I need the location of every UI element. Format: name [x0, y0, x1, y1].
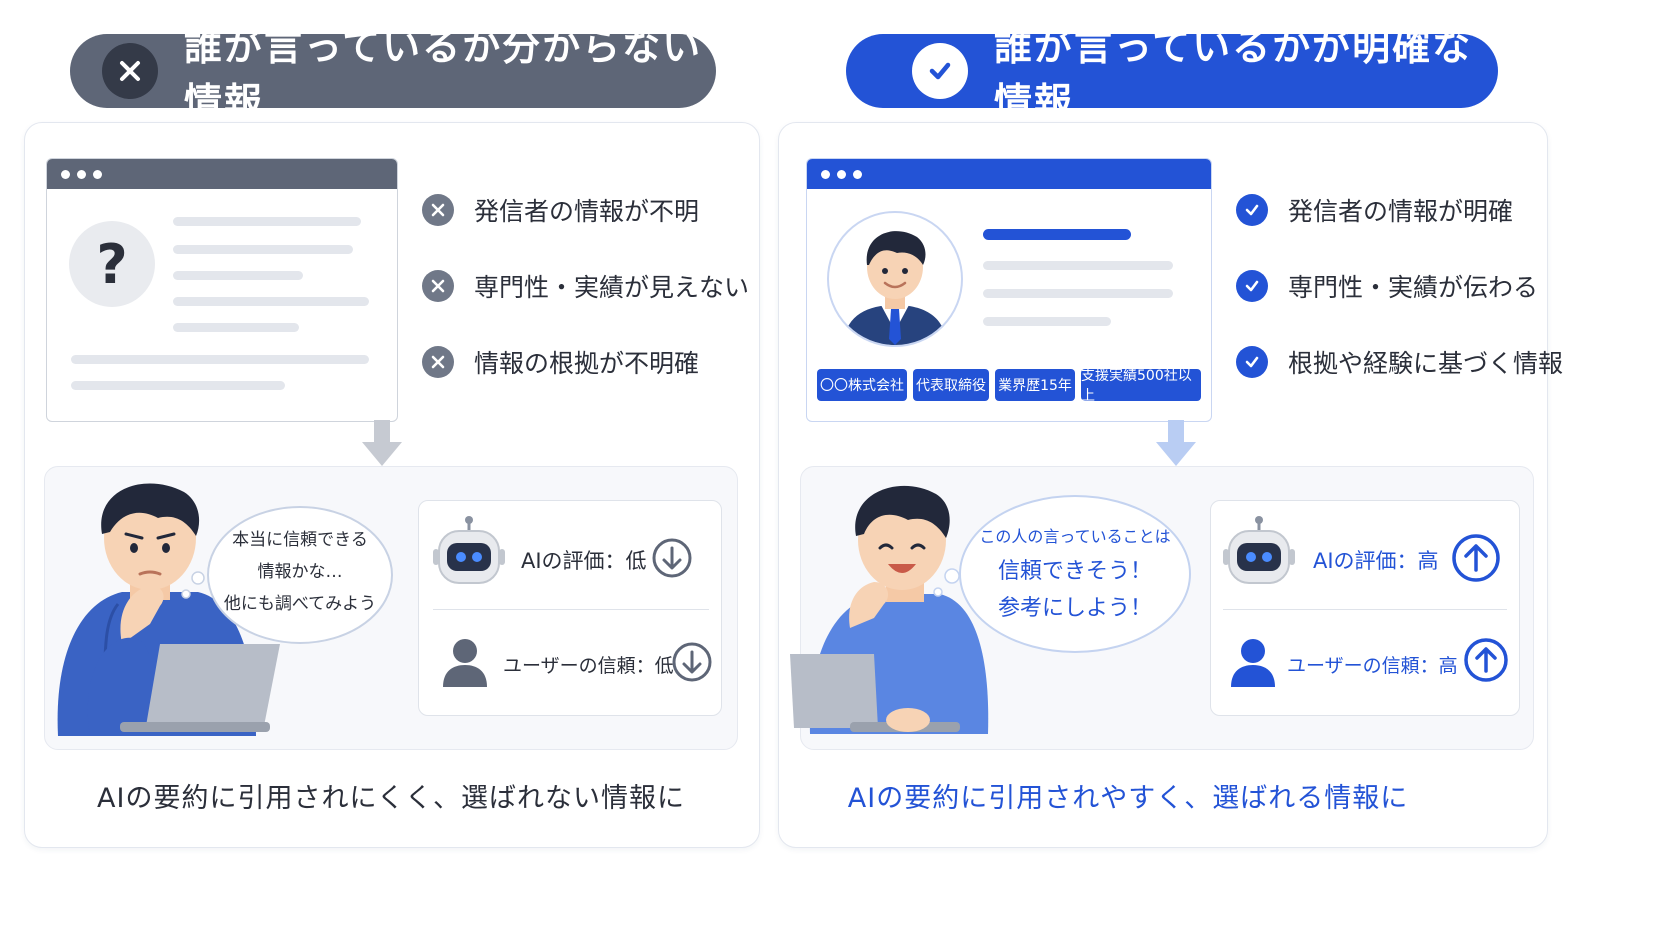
right-caption: AIの要約に引用されやすく、選ばれる情報に: [847, 783, 1409, 814]
author-avatar: [827, 211, 963, 347]
arrow-down-circle-icon: [672, 642, 712, 682]
question-mark-icon: ?: [96, 232, 128, 296]
credential-tag: 代表取締役: [913, 369, 989, 401]
left-rating-card: AIの評価：低 ユーザーの信頼：低: [418, 500, 722, 716]
arrow-up-circle-icon: [1464, 638, 1508, 682]
right-header-title: 誰が言っているかが明確な情報: [994, 25, 1473, 124]
robot-icon: [433, 516, 505, 584]
cross-circle-icon: [422, 194, 454, 226]
happy-person-illustration: [790, 485, 989, 734]
credential-tag: 業界歴15年: [995, 369, 1075, 401]
thought-dots: [181, 571, 205, 599]
right-header-pill: 誰が言っているかが明確な情報: [846, 25, 1498, 124]
unknown-author-page: ?: [46, 158, 398, 422]
window-titlebar: [47, 159, 397, 189]
window-titlebar: [807, 159, 1211, 189]
down-arrow-icon: [1156, 420, 1196, 466]
check-icon: [912, 43, 968, 99]
right-checklist: 発信者の情報が明確 専門性・実績が伝わる 根拠や経験に基づく情報: [1236, 190, 1563, 418]
check-circle-icon: [1236, 270, 1268, 302]
cross-circle-icon: [422, 346, 454, 378]
credential-tags: 〇〇株式会社 代表取締役 業界歴15年 支援実績500社以上: [817, 368, 1201, 404]
check-circle-icon: [1236, 194, 1268, 226]
down-arrow-icon: [362, 420, 402, 466]
cross-circle-icon: [422, 270, 454, 302]
left-thought-bubble: 本当に信頼できる 情報かな… 他にも調べてみよう: [204, 500, 396, 650]
left-header-pill: 誰が言っているか分からない情報: [70, 25, 716, 124]
right-check-item: 根拠や経験に基づく情報: [1236, 342, 1563, 382]
businessman-illustration: [843, 231, 947, 345]
ai-rating-low: AIの評価：低: [521, 549, 647, 573]
left-check-item: 情報の根拠が不明確: [422, 342, 749, 382]
right-check-item: 発信者の情報が明確: [1236, 190, 1563, 230]
left-checklist: 発信者の情報が不明 専門性・実績が見えない 情報の根拠が不明確: [422, 190, 749, 418]
check-circle-icon: [1236, 346, 1268, 378]
arrow-down-circle-icon: [652, 538, 692, 578]
arrow-up-circle-icon: [1452, 534, 1500, 582]
left-check-item: 専門性・実績が見えない: [422, 266, 749, 306]
user-icon: [443, 639, 487, 687]
left-header-title: 誰が言っているか分からない情報: [184, 25, 703, 124]
robot-icon: [1223, 516, 1295, 584]
known-author-page: 〇〇株式会社 代表取締役 業界歴15年 支援実績500社以上: [806, 158, 1212, 422]
right-rating-card: AIの評価：高 ユーザーの信頼：高: [1210, 500, 1520, 716]
question-avatar: ?: [69, 221, 155, 307]
user-trust-high: ユーザーの信頼：高: [1287, 655, 1458, 677]
left-caption: AIの要約に引用されにくく、選ばれない情報に: [97, 783, 685, 814]
left-check-item: 発信者の情報が不明: [422, 190, 749, 230]
cross-icon: [102, 43, 158, 99]
credential-tag: 〇〇株式会社: [817, 369, 907, 401]
right-check-item: 専門性・実績が伝わる: [1236, 266, 1563, 306]
user-icon: [1231, 639, 1275, 687]
ai-rating-high: AIの評価：高: [1313, 549, 1439, 573]
right-thought-bubble: この人の言っていることは 信頼できそう！ 参考にしよう！: [956, 490, 1194, 658]
user-trust-low: ユーザーの信頼：低: [503, 655, 674, 677]
thought-dots: [933, 568, 960, 597]
credential-tag: 支援実績500社以上: [1081, 368, 1201, 404]
confused-person-illustration: [57, 483, 280, 736]
